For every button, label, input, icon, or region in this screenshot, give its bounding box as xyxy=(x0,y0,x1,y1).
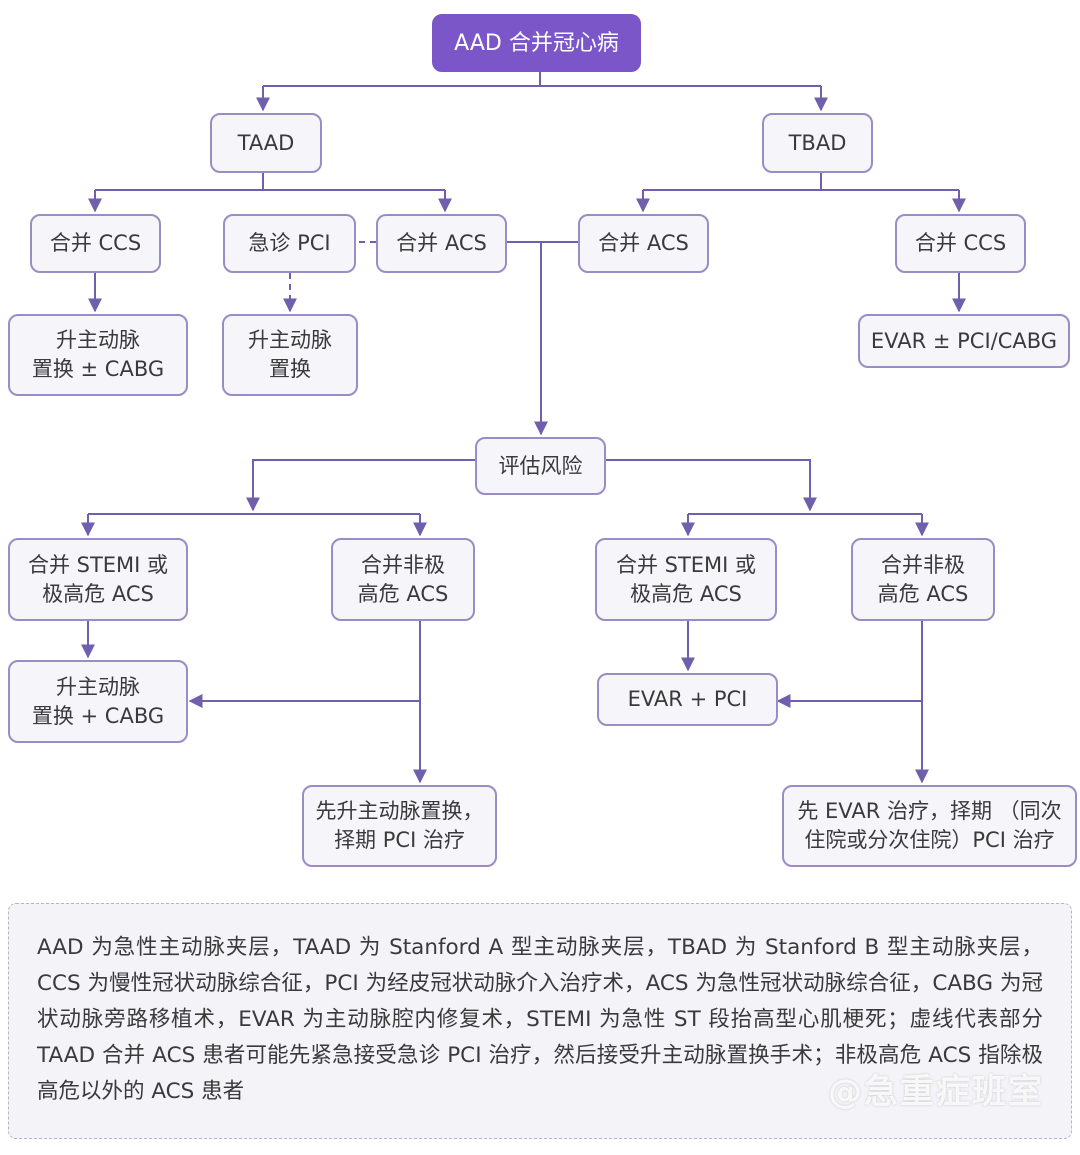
node-left-stemi-treatment: 升主动脉 置换 + CABG xyxy=(8,660,188,743)
node-left-stemi: 合并 STEMI 或 极高危 ACS xyxy=(8,538,188,621)
node-right-nonhigh-acs: 合并非极 高危 ACS xyxy=(851,538,995,621)
connector-risk-right xyxy=(606,459,817,512)
watermark: @急重症班室 xyxy=(828,1072,1044,1112)
node-aad-with-chd: AAD 合并冠心病 xyxy=(432,14,641,72)
node-right-stemi: 合并 STEMI 或 极高危 ACS xyxy=(595,538,777,621)
node-taad-ccs-treatment: 升主动脉 置换 ± CABG xyxy=(8,314,188,396)
node-tbad: TBAD xyxy=(762,113,873,173)
node-tbad-ccs: 合并 CCS xyxy=(895,214,1026,273)
node-taad: TAAD xyxy=(210,113,322,173)
node-taad-pci-treatment: 升主动脉 置换 xyxy=(222,314,358,396)
notes-text: AAD 为急性主动脉夹层，TAAD 为 Stanford A 型主动脉夹层，TB… xyxy=(37,935,1043,1104)
node-taad-urgent-pci: 急诊 PCI xyxy=(223,214,356,273)
connector-taad-split xyxy=(95,173,445,191)
node-tbad-acs: 合并 ACS xyxy=(578,214,709,273)
connector-risk-left xyxy=(246,459,475,512)
node-right-stemi-treatment: EVAR + PCI xyxy=(597,673,778,726)
node-tbad-ccs-treatment: EVAR ± PCI/CABG xyxy=(858,314,1070,368)
abbreviation-notes: AAD 为急性主动脉夹层，TAAD 为 Stanford A 型主动脉夹层，TB… xyxy=(8,903,1072,1139)
connector-aad-split xyxy=(263,72,821,87)
node-left-nonhigh-treatment: 先升主动脉置换， 择期 PCI 治疗 xyxy=(302,785,497,867)
node-right-nonhigh-treatment: 先 EVAR 治疗，择期 （同次 住院或分次住院）PCI 治疗 xyxy=(782,785,1077,867)
node-taad-acs: 合并 ACS xyxy=(376,214,507,273)
connector-tbad-split xyxy=(643,173,959,191)
node-evaluate-risk: 评估风险 xyxy=(475,437,606,495)
connector-acs-risk xyxy=(506,241,578,434)
node-taad-ccs: 合并 CCS xyxy=(30,214,161,273)
node-left-nonhigh-acs: 合并非极 高危 ACS xyxy=(331,538,475,621)
